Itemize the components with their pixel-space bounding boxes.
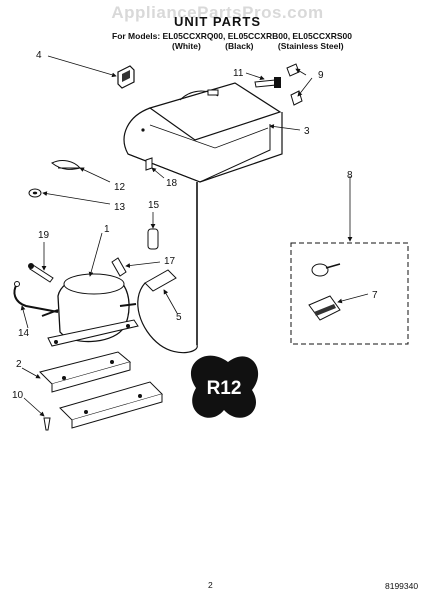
part-11-screw (254, 77, 281, 88)
part-19-bolt (28, 263, 54, 283)
leader-lines (20, 55, 369, 417)
part-17-sleeve (111, 257, 127, 277)
page-title: UNIT PARTS (173, 14, 262, 29)
callout-19: 19 (38, 230, 50, 241)
callout-5: 5 (176, 312, 182, 323)
document-number: 8199340 (385, 581, 419, 591)
callout-1: 1 (104, 224, 110, 235)
part-12-wire-clip (51, 160, 81, 170)
models-line: For Models: EL05CCXRQ00, EL05CCXRB00, EL… (112, 31, 352, 41)
part-2-base (39, 351, 163, 429)
part-10-screw (43, 417, 51, 431)
callout-7: 7 (372, 290, 378, 301)
part-4-bracket (117, 65, 135, 89)
callout-11: 11 (233, 68, 244, 79)
callout-4: 4 (36, 50, 42, 61)
variant-white: (White) (172, 41, 201, 51)
variant-black: (Black) (225, 41, 254, 51)
variant-stainless: (Stainless Steel) (277, 41, 344, 51)
callout-3: 3 (304, 126, 310, 137)
callout-8: 8 (347, 170, 353, 181)
callout-18: 18 (166, 178, 178, 189)
callout-9: 9 (318, 70, 324, 81)
callout-15: 15 (148, 200, 160, 211)
model-variants: (White) (Black) (Stainless Steel) (172, 41, 366, 51)
part-1-compressor (41, 273, 139, 347)
callout-12: 12 (114, 182, 126, 193)
part-9-clips (286, 63, 303, 106)
callout-10: 10 (12, 390, 24, 401)
part-14-tubing (13, 281, 59, 313)
callout-14: 14 (18, 328, 30, 339)
callout-13: 13 (114, 202, 126, 213)
part-18-screw (145, 157, 153, 171)
r12-badge-label: R12 (207, 378, 242, 399)
part-15-tube (147, 228, 159, 250)
watermark: AppliancePartsPros.com (111, 3, 324, 22)
part-5-filter (137, 269, 198, 354)
page-number: 2 (208, 580, 213, 590)
part-13-grommet (28, 188, 42, 198)
callout-17: 17 (164, 256, 176, 267)
part-3-evaporator (123, 82, 283, 345)
callout-labels: 4 11 9 3 12 13 18 15 1 17 19 5 14 8 7 2 … (12, 50, 378, 401)
part-8-kit-box (290, 242, 409, 345)
r12-badge: R12 (190, 355, 259, 418)
callout-2: 2 (16, 359, 22, 370)
